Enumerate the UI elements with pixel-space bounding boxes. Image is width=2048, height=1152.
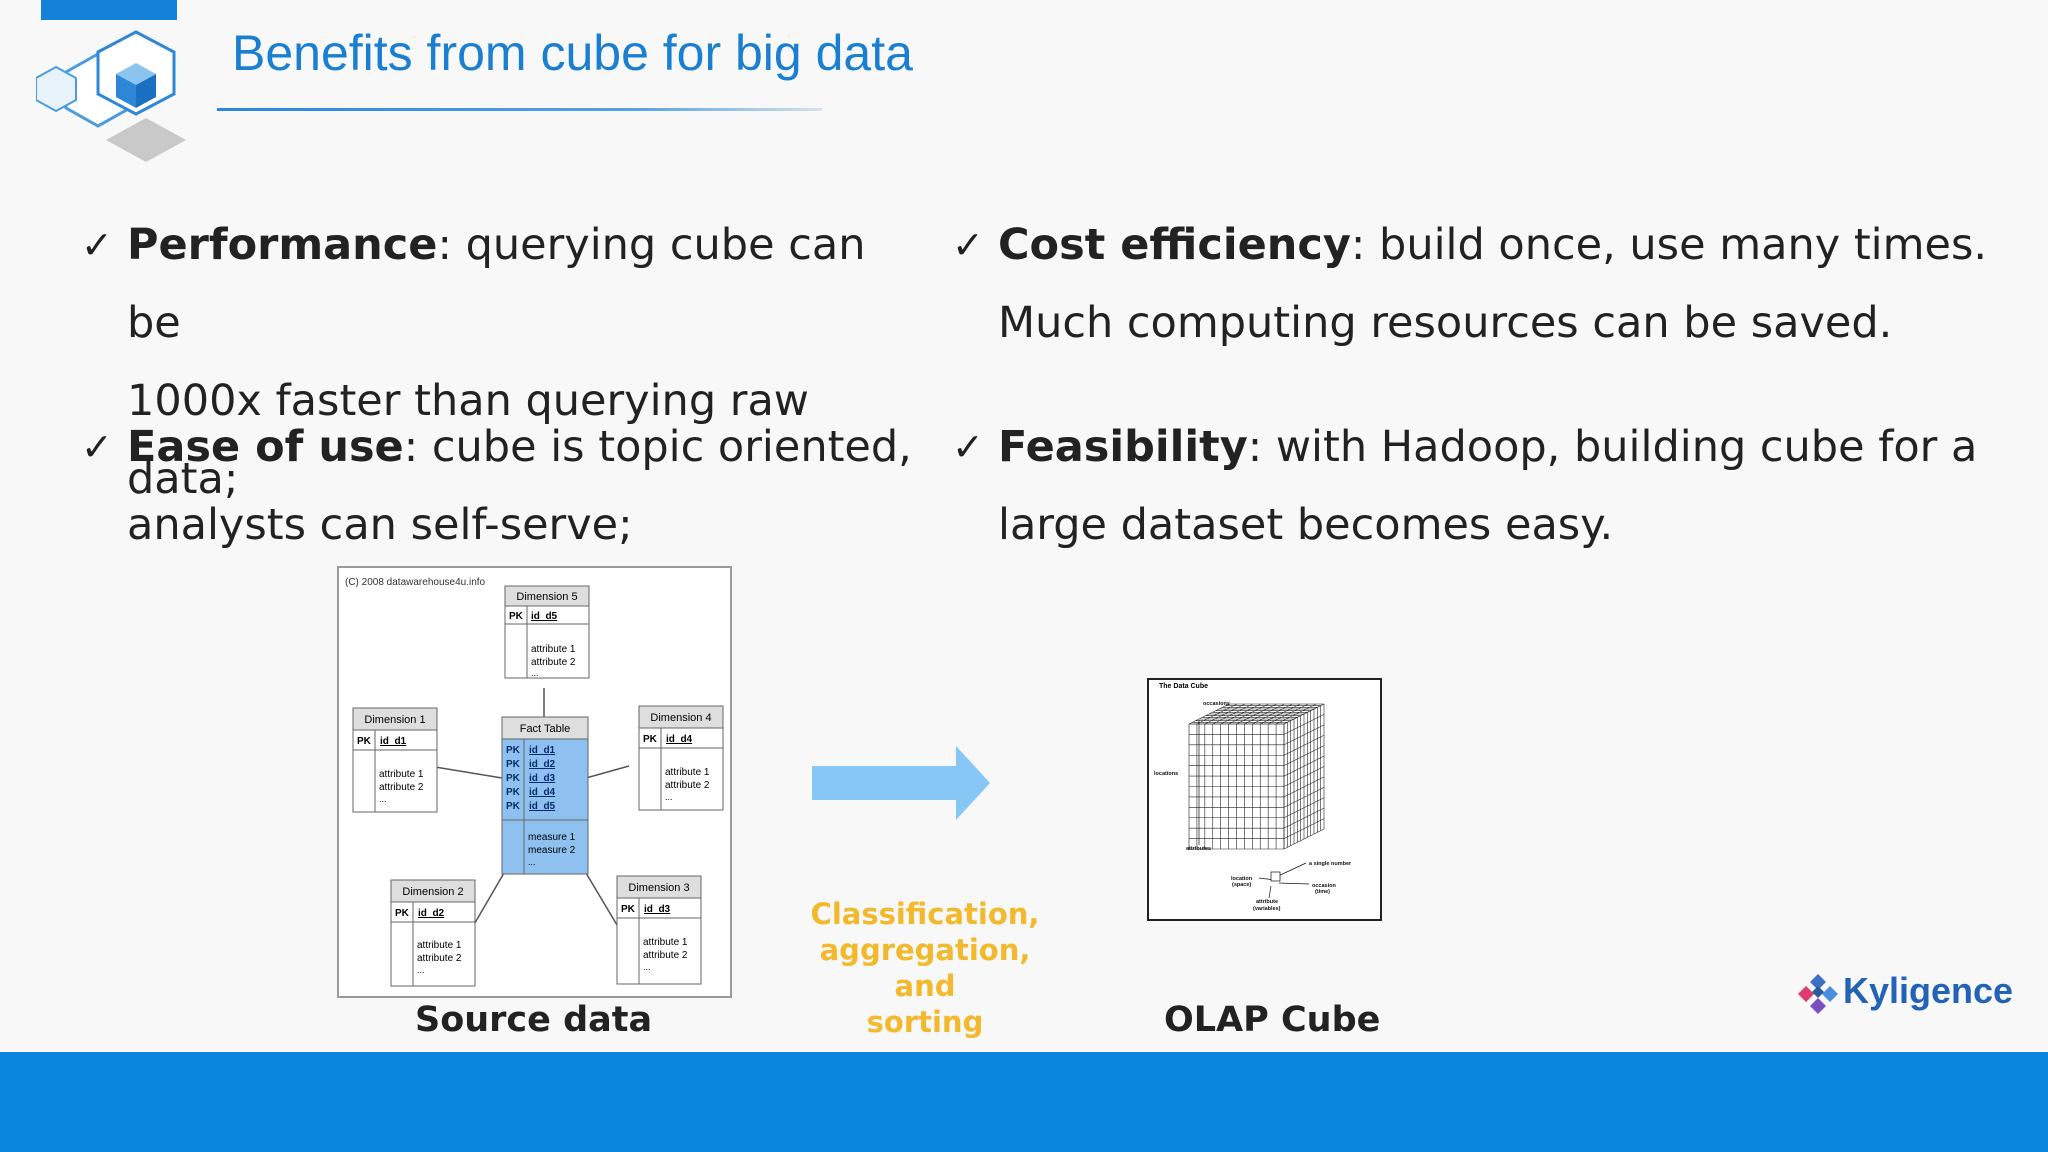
svg-text:Dimension 4: Dimension 4 (650, 712, 711, 724)
svg-text:attribute 1: attribute 1 (665, 767, 710, 778)
cubes-logo-icon (36, 30, 186, 162)
svg-text:...: ... (531, 668, 539, 678)
svg-text:PK: PK (395, 908, 410, 919)
dimension-5-table: Dimension 5 PK id_d5 attribute 1 attribu… (504, 585, 590, 679)
svg-text:attribute 2: attribute 2 (665, 780, 710, 791)
svg-text:attribute 1: attribute 1 (531, 644, 576, 655)
dimension-3-table: Dimension 3 PK id_d3 attribute 1 attribu… (616, 875, 702, 985)
bullet-feasibility: ✓ Feasibility: with Hadoop, building cub… (952, 408, 1998, 564)
schema-copyright: (C) 2008 datawarehouse4u.info (345, 577, 486, 588)
brand-name: Kyligence (1843, 970, 2014, 1011)
cube-label-locations: locations (1154, 771, 1178, 777)
svg-text:Fact Table: Fact Table (520, 723, 571, 735)
bullet-heading: Performance (127, 220, 438, 270)
star-schema-diagram: (C) 2008 datawarehouse4u.info Dimension … (337, 566, 732, 998)
svg-text:PK: PK (643, 734, 658, 745)
svg-text:PK: PK (357, 736, 372, 747)
arrow-right-icon (812, 746, 990, 820)
svg-text:measure 1: measure 1 (528, 832, 576, 843)
svg-text:Dimension 2: Dimension 2 (402, 886, 463, 898)
process-label: Classification, aggregation, and sorting (810, 897, 1040, 1039)
check-icon: ✓ (81, 223, 113, 267)
svg-text:PK: PK (506, 759, 521, 770)
cube-title: The Data Cube (1159, 683, 1208, 690)
bullet-ease-of-use: ✓ Ease of use: cube is topic oriented, a… (81, 408, 927, 564)
svg-text:...: ... (379, 794, 387, 804)
bullet-cost-efficiency: ✓ Cost efficiency: build once, use many … (952, 206, 1998, 362)
bullet-text-line2: large dataset becomes easy. (998, 500, 1614, 550)
bullet-text: : with Hadoop, building cube for a (1247, 422, 1978, 472)
cube-label-occasions: occasions (1203, 701, 1230, 707)
svg-text:(variables): (variables) (1253, 906, 1281, 912)
svg-text:id_d3: id_d3 (529, 773, 556, 784)
check-icon: ✓ (952, 223, 984, 267)
svg-text:attribute 2: attribute 2 (417, 953, 462, 964)
check-icon: ✓ (952, 425, 984, 469)
kyligence-mark-icon (1798, 974, 1838, 1014)
svg-text:id_d2: id_d2 (418, 908, 445, 919)
svg-text:attribute 1: attribute 1 (643, 937, 688, 948)
bullet-text: : cube is topic oriented, (403, 422, 912, 472)
cube-label-single-number: a single number (1309, 861, 1352, 867)
bullet-text: : querying cube can be (127, 220, 866, 348)
bullet-text-line2: analysts can self-serve; (127, 500, 633, 550)
svg-text:attribute 2: attribute 2 (531, 657, 576, 668)
svg-text:id_d1: id_d1 (529, 745, 556, 756)
svg-text:...: ... (665, 792, 673, 802)
svg-text:id_d5: id_d5 (531, 611, 558, 622)
svg-text:PK: PK (506, 773, 521, 784)
bullet-heading: Cost efficiency (998, 220, 1351, 270)
svg-text:attribute 2: attribute 2 (379, 782, 424, 793)
top-accent-bar (41, 0, 177, 20)
bullet-text-line2: 1000x faster than querying raw data; (127, 376, 809, 504)
svg-text:...: ... (643, 962, 651, 972)
bullet-heading: Ease of use (127, 422, 404, 472)
svg-text:id_d5: id_d5 (529, 801, 556, 812)
svg-text:...: ... (528, 857, 536, 867)
svg-text:PK: PK (506, 787, 521, 798)
svg-text:location: location (1231, 876, 1253, 882)
title-underline (217, 108, 822, 111)
svg-text:attribute 1: attribute 1 (417, 940, 462, 951)
svg-text:id_d4: id_d4 (529, 787, 556, 798)
svg-text:attribute: attribute (1256, 899, 1278, 905)
bullet-text-line2: Much computing resources can be saved. (998, 298, 1893, 348)
svg-text:PK: PK (506, 745, 521, 756)
svg-text:(time): (time) (1315, 889, 1330, 895)
dimension-2-table: Dimension 2 PK id_d2 attribute 1 attribu… (390, 879, 476, 987)
svg-text:id_d2: id_d2 (529, 759, 556, 770)
svg-text:Dimension 1: Dimension 1 (364, 714, 425, 726)
olap-cube-caption: OLAP Cube (1164, 1000, 1381, 1040)
check-icon: ✓ (81, 425, 113, 469)
svg-text:PK: PK (509, 611, 524, 622)
svg-text:PK: PK (621, 904, 636, 915)
bottom-bar (0, 1052, 2048, 1152)
svg-text:...: ... (417, 965, 425, 975)
svg-text:attribute 1: attribute 1 (379, 769, 424, 780)
slide-title: Benefits from cube for big data (232, 25, 913, 81)
bullet-text: : build once, use many times. (1350, 220, 1988, 270)
svg-text:Dimension 5: Dimension 5 (516, 591, 577, 603)
bullet-performance: ✓ Performance: querying cube can be 1000… (81, 206, 927, 518)
bullet-heading: Feasibility (998, 422, 1248, 472)
svg-text:measure 2: measure 2 (528, 845, 576, 856)
svg-text:Dimension 3: Dimension 3 (628, 882, 689, 894)
dimension-4-table: Dimension 4 PK id_d4 attribute 1 attribu… (638, 705, 724, 811)
dimension-1-table: Dimension 1 PK id_d1 attribute 1 attribu… (352, 707, 438, 813)
svg-text:occasion: occasion (1312, 883, 1336, 889)
svg-text:id_d4: id_d4 (666, 734, 693, 745)
cube-label-attributes: attributes (1186, 846, 1211, 852)
olap-cube-diagram: The Data Cube occasions locations attrib… (1147, 678, 1382, 921)
svg-text:id_d1: id_d1 (380, 736, 407, 747)
svg-text:PK: PK (506, 801, 521, 812)
svg-text:(space): (space) (1232, 882, 1251, 888)
svg-text:attribute 2: attribute 2 (643, 950, 688, 961)
kyligence-logo: Kyligence (1796, 970, 2013, 1016)
source-data-caption: Source data (415, 1000, 653, 1040)
svg-text:id_d3: id_d3 (644, 904, 671, 915)
fact-table: Fact Table PK PK PK PK PK id_d1 id_d2 id… (501, 716, 589, 875)
